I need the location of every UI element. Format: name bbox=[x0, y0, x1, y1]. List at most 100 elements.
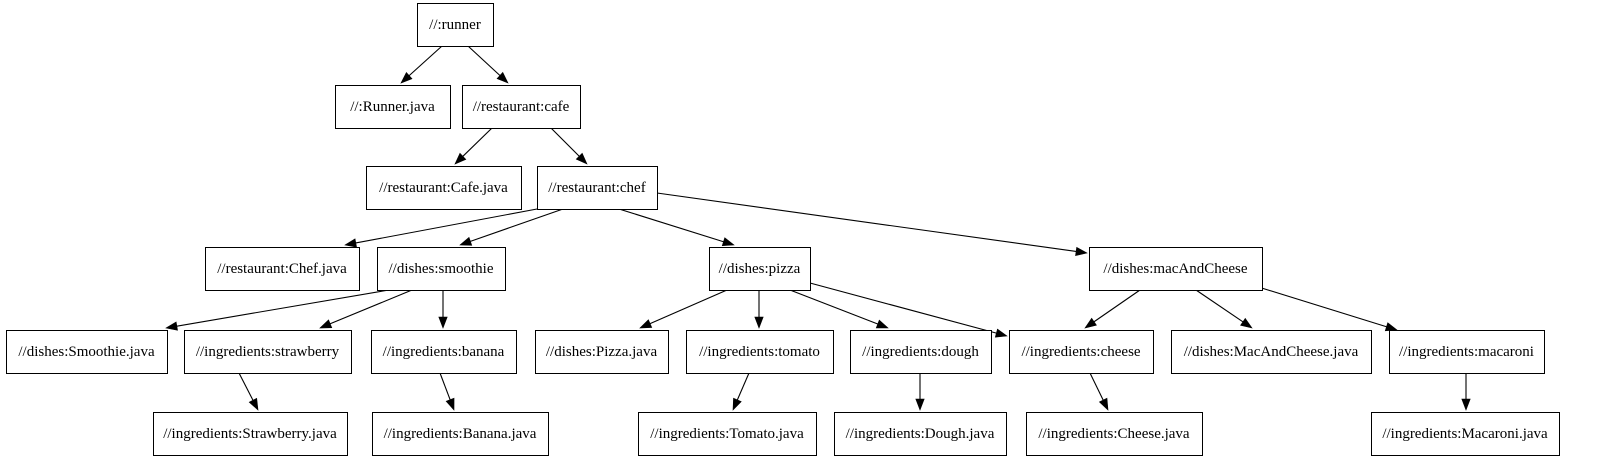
node-box[interactable] bbox=[686, 330, 834, 374]
arrowhead-icon bbox=[454, 152, 467, 165]
edge-line bbox=[470, 208, 564, 242]
node-box[interactable] bbox=[638, 412, 817, 456]
node-box[interactable] bbox=[184, 330, 352, 374]
edge-dishes_macandchs-to-macandcheese_java bbox=[1195, 289, 1253, 329]
node-label: //ingredients:macaroni bbox=[1399, 344, 1534, 360]
node-box[interactable] bbox=[1026, 412, 1203, 456]
node-ing_strawberry[interactable]: //ingredients:strawberry bbox=[184, 330, 352, 374]
edge-restaurant_cafe-to-restaurant_chef bbox=[550, 127, 588, 165]
arrowhead-icon bbox=[732, 397, 742, 411]
edge-line bbox=[329, 289, 413, 325]
node-macandcheese_java[interactable]: //dishes:MacAndCheese.java bbox=[1171, 330, 1372, 374]
node-label: //restaurant:Cafe.java bbox=[379, 180, 508, 196]
node-runner[interactable]: //:runner bbox=[417, 3, 494, 47]
arrowhead-icon bbox=[344, 238, 357, 248]
node-label: //dishes:smoothie bbox=[389, 261, 494, 277]
arrowhead-icon bbox=[1384, 322, 1398, 332]
node-label: //:Runner.java bbox=[350, 99, 435, 115]
edge-line bbox=[467, 45, 501, 76]
arrowhead-icon bbox=[445, 397, 455, 411]
node-box[interactable] bbox=[1371, 412, 1560, 456]
edge-dishes_smoothie-to-smoothie_java bbox=[165, 289, 390, 331]
node-runner_java[interactable]: //:Runner.java bbox=[335, 85, 451, 129]
node-box[interactable] bbox=[377, 247, 506, 291]
node-restaurant_cafe[interactable]: //restaurant:cafe bbox=[462, 85, 581, 129]
arrowhead-icon bbox=[438, 316, 448, 329]
node-box[interactable] bbox=[1009, 330, 1154, 374]
node-dishes_macandchs[interactable]: //dishes:macAndCheese bbox=[1089, 247, 1263, 291]
node-label: //ingredients:Dough.java bbox=[846, 426, 995, 442]
node-box[interactable] bbox=[153, 412, 348, 456]
node-box[interactable] bbox=[709, 247, 811, 291]
arrowhead-icon bbox=[165, 321, 178, 331]
edge-dishes_smoothie-to-ing_strawberry bbox=[319, 289, 413, 329]
node-box[interactable] bbox=[850, 330, 992, 374]
node-macaroni_java[interactable]: //ingredients:Macaroni.java bbox=[1371, 412, 1560, 456]
edge-ing_banana-to-banana_java bbox=[439, 372, 455, 411]
arrowhead-icon bbox=[1075, 246, 1088, 257]
node-box[interactable] bbox=[335, 85, 451, 129]
node-box[interactable] bbox=[366, 166, 522, 210]
node-ing_banana[interactable]: //ingredients:banana bbox=[371, 330, 517, 374]
node-ing_cheese[interactable]: //ingredients:cheese bbox=[1009, 330, 1154, 374]
node-tomato_java[interactable]: //ingredients:Tomato.java bbox=[638, 412, 817, 456]
node-label: //ingredients:Strawberry.java bbox=[163, 426, 337, 442]
node-box[interactable] bbox=[372, 412, 549, 456]
node-label: //restaurant:Chef.java bbox=[217, 261, 347, 277]
arrowhead-icon bbox=[1098, 397, 1109, 411]
node-label: //restaurant:chef bbox=[548, 180, 645, 196]
arrowhead-icon bbox=[875, 319, 889, 329]
arrowhead-icon bbox=[1461, 398, 1471, 411]
node-label: //ingredients:Tomato.java bbox=[650, 426, 804, 442]
node-label: //dishes:pizza bbox=[719, 261, 801, 277]
node-label: //ingredients:Banana.java bbox=[384, 426, 537, 442]
edge-line bbox=[238, 372, 254, 401]
edge-dishes_pizza-to-pizza_java bbox=[639, 289, 728, 329]
node-banana_java[interactable]: //ingredients:Banana.java bbox=[372, 412, 549, 456]
node-box[interactable] bbox=[537, 166, 658, 210]
node-dishes_pizza[interactable]: //dishes:pizza bbox=[709, 247, 811, 291]
node-chef_java[interactable]: //restaurant:Chef.java bbox=[205, 247, 360, 291]
edge-line bbox=[1089, 372, 1104, 401]
node-box[interactable] bbox=[1389, 330, 1545, 374]
node-label: //ingredients:tomato bbox=[699, 344, 820, 360]
node-label: //dishes:Pizza.java bbox=[546, 344, 658, 360]
node-box[interactable] bbox=[205, 247, 360, 291]
node-smoothie_java[interactable]: //dishes:Smoothie.java bbox=[6, 330, 168, 374]
node-cafe_java[interactable]: //restaurant:Cafe.java bbox=[366, 166, 522, 210]
edge-restaurant_chef-to-dishes_smoothie bbox=[459, 208, 564, 246]
node-dishes_smoothie[interactable]: //dishes:smoothie bbox=[377, 247, 506, 291]
node-box[interactable] bbox=[535, 330, 669, 374]
arrowhead-icon bbox=[1240, 317, 1253, 329]
node-dough_java[interactable]: //ingredients:Dough.java bbox=[834, 412, 1007, 456]
node-ing_dough[interactable]: //ingredients:dough bbox=[850, 330, 992, 374]
node-box[interactable] bbox=[1171, 330, 1372, 374]
edge-ing_strawberry-to-strawberry_java bbox=[238, 372, 259, 411]
edge-line bbox=[656, 192, 1077, 253]
node-restaurant_chef[interactable]: //restaurant:chef bbox=[537, 166, 658, 210]
edge-ing_tomato-to-tomato_java bbox=[732, 372, 750, 411]
node-ing_macaroni[interactable]: //ingredients:macaroni bbox=[1389, 330, 1545, 374]
edge-restaurant_chef-to-dishes_macandchs bbox=[656, 192, 1088, 257]
node-box[interactable] bbox=[1089, 247, 1263, 291]
edges-layer bbox=[165, 45, 1471, 411]
node-box[interactable] bbox=[834, 412, 1007, 456]
node-box[interactable] bbox=[371, 330, 517, 374]
node-strawberry_java[interactable]: //ingredients:Strawberry.java bbox=[153, 412, 348, 456]
node-box[interactable] bbox=[6, 330, 168, 374]
arrowhead-icon bbox=[459, 236, 473, 246]
node-label: //dishes:MacAndCheese.java bbox=[1184, 344, 1359, 360]
arrowhead-icon bbox=[639, 319, 653, 329]
node-box[interactable] bbox=[462, 85, 581, 129]
edge-ing_cheese-to-cheese_java bbox=[1089, 372, 1109, 411]
node-cheese_java[interactable]: //ingredients:Cheese.java bbox=[1026, 412, 1203, 456]
arrowhead-icon bbox=[248, 397, 259, 411]
node-label: //ingredients:dough bbox=[862, 344, 979, 360]
edge-runner-to-restaurant_cafe bbox=[467, 45, 509, 84]
node-ing_tomato[interactable]: //ingredients:tomato bbox=[686, 330, 834, 374]
edge-line bbox=[408, 45, 443, 77]
node-box[interactable] bbox=[417, 3, 494, 47]
arrowhead-icon bbox=[496, 71, 509, 84]
node-pizza_java[interactable]: //dishes:Pizza.java bbox=[535, 330, 669, 374]
edge-line bbox=[618, 208, 724, 243]
